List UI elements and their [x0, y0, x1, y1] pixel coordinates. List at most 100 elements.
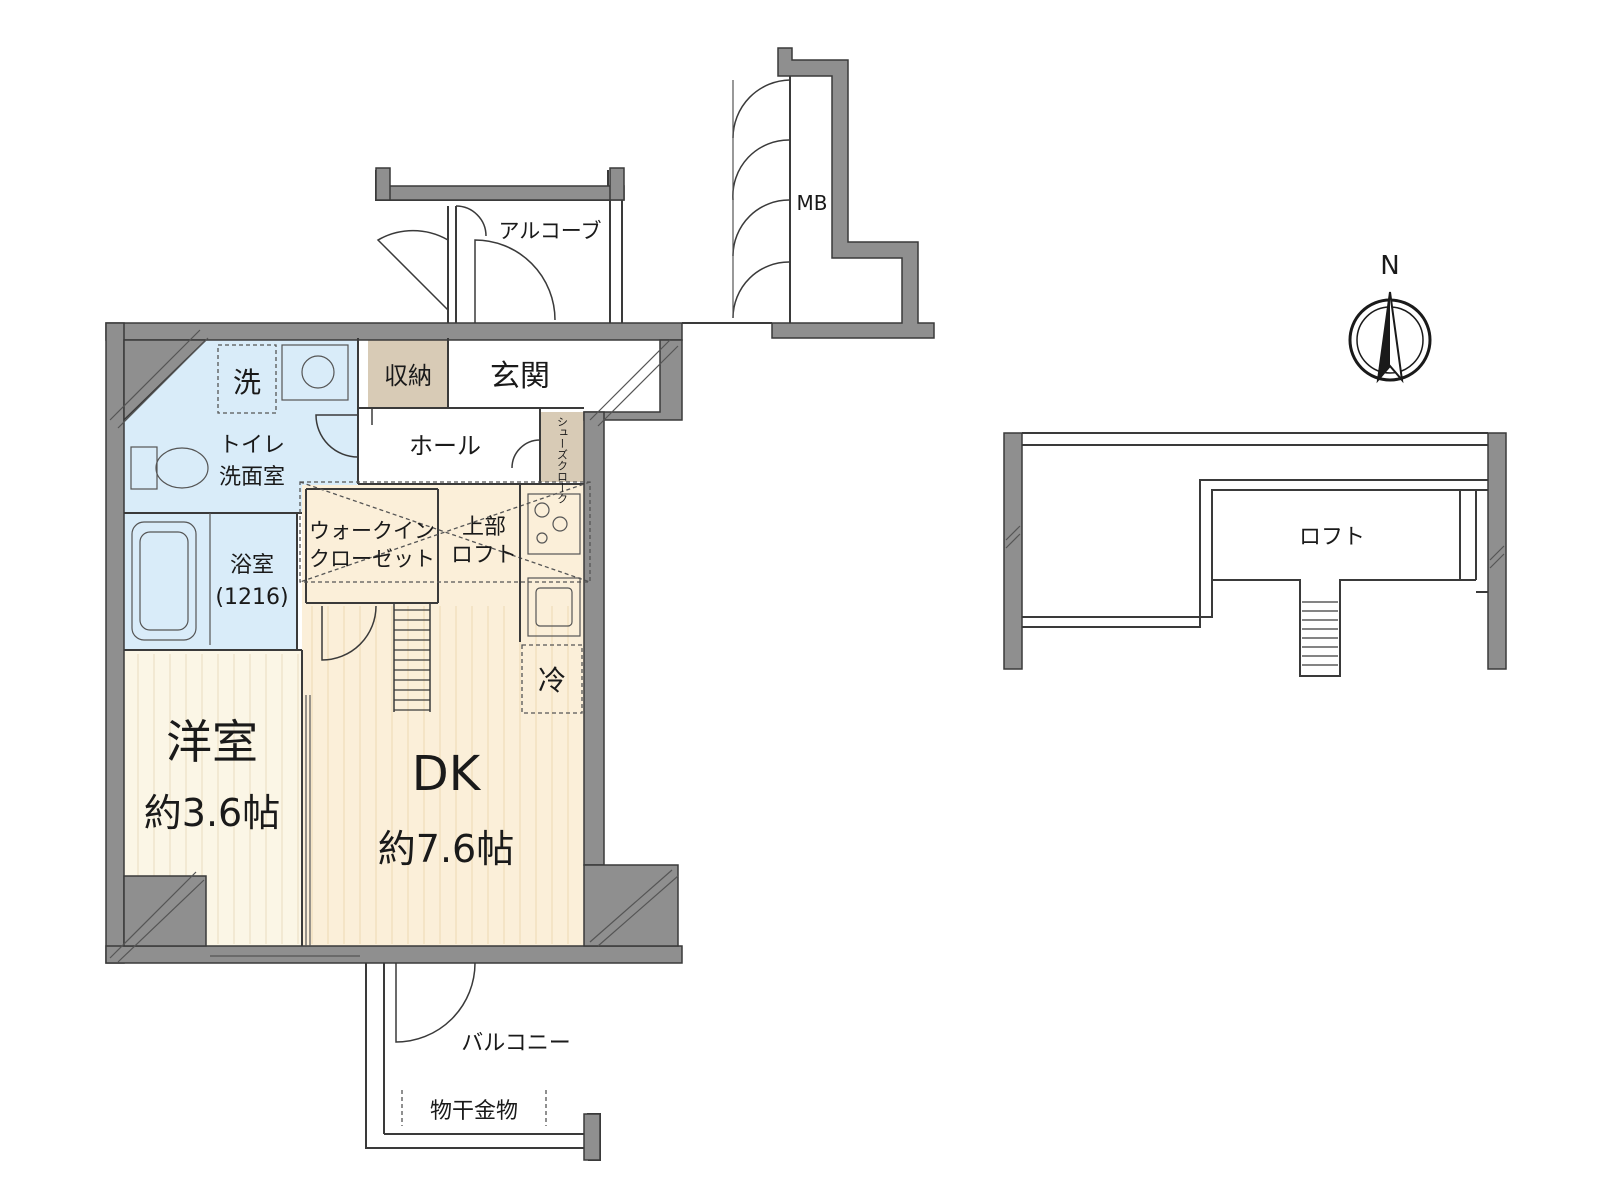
washer-space — [217, 344, 277, 414]
alcove-door-top — [455, 205, 487, 237]
loft-hatch — [1489, 553, 1505, 569]
loft-diagonal — [299, 481, 591, 583]
toilet-bowl — [155, 447, 209, 489]
label-dk: DK — [412, 746, 482, 802]
balcony — [210, 955, 601, 1161]
meter-box-area — [682, 47, 935, 339]
kitchen-sink — [527, 577, 581, 637]
loft-inner — [1022, 489, 1488, 618]
entrance-door — [474, 239, 556, 323]
loft-ladder — [1302, 601, 1338, 666]
closet-door — [321, 605, 377, 661]
loft-hatch — [1005, 525, 1021, 541]
hatch — [117, 337, 209, 429]
label-entrance: 玄関 — [490, 359, 550, 394]
alcove-area — [375, 167, 625, 323]
hatch — [597, 875, 679, 947]
loft-stairs — [393, 603, 431, 712]
loft-plan — [1003, 432, 1507, 677]
label-washroom: 洗面室 — [219, 465, 285, 490]
mb-door — [732, 79, 791, 139]
toilet-fixture — [130, 446, 209, 490]
toilet-tank — [130, 446, 158, 490]
loft-wall-right — [1487, 432, 1507, 670]
room-labels: 洗 収納 玄関 ホール シューズクローク トイレ 洗面室 ウォークイン クローゼ… — [144, 191, 1365, 1124]
washbasin — [281, 344, 349, 401]
washroom-door — [315, 414, 359, 458]
mb-door — [732, 139, 791, 201]
label-fridge: 冷 — [538, 664, 566, 697]
burner — [534, 502, 550, 518]
hatch — [597, 345, 679, 427]
shoe-closet-floor — [540, 412, 584, 482]
label-loft-above-2: ロフト — [451, 543, 517, 568]
label-shoe-closet: シューズクローク — [556, 416, 569, 504]
stove-body — [527, 493, 581, 555]
corner-bottom-left — [123, 875, 207, 947]
label-western-size: 約3.6帖 — [144, 791, 280, 835]
balcony-rail — [365, 963, 601, 1161]
label-walkin-1: ウォークイン — [309, 519, 435, 543]
bathtub — [131, 521, 197, 641]
label-dk-size: 約7.6帖 — [378, 827, 514, 871]
burner — [536, 532, 548, 544]
alcove-left-post — [375, 167, 391, 201]
loft-wall-left — [1003, 432, 1023, 670]
hatch — [589, 869, 673, 943]
kitchen-sink-bowl — [535, 587, 573, 627]
label-loft-above-1: 上部 — [462, 515, 506, 540]
wall-right-upper — [583, 339, 683, 421]
label-alcove: アルコーブ — [498, 219, 601, 243]
outer-walls — [105, 322, 683, 964]
loft-hatch — [1489, 545, 1505, 561]
mb-door — [732, 199, 791, 257]
washbasin-bowl — [301, 355, 335, 389]
loft-hatch — [1005, 533, 1021, 549]
loft-diagonal — [299, 481, 591, 583]
stove — [527, 493, 581, 555]
label-loft: ロフト — [1299, 525, 1365, 550]
hatch — [109, 871, 197, 959]
burner — [552, 516, 568, 532]
label-western-room: 洋室 — [166, 715, 258, 769]
wall-left — [105, 322, 125, 964]
room-floors — [124, 338, 584, 947]
hatch — [109, 329, 201, 421]
dk-floor — [302, 485, 584, 947]
alcove-door — [376, 229, 449, 311]
interior-partitions — [124, 338, 584, 946]
compass — [1348, 291, 1432, 384]
label-bath-size: (1216) — [215, 585, 288, 610]
bathtub-inner — [139, 531, 189, 631]
mb-door — [732, 261, 791, 319]
label-bath: 浴室 — [230, 553, 274, 578]
label-walkin-2: クローゼット — [309, 547, 435, 571]
balcony-door — [395, 962, 476, 1043]
label-mb: MB — [797, 191, 828, 215]
door-swings — [315, 408, 541, 1043]
shoe-closet-door — [511, 439, 541, 469]
label-hall: ホール — [409, 432, 481, 460]
alcove-top-wall — [375, 185, 625, 201]
loft-floor-edge — [1212, 579, 1476, 677]
wall-bottom — [105, 945, 683, 964]
alcove-right-post — [609, 167, 625, 201]
label-toilet: トイレ — [219, 433, 285, 458]
loft-above-outline — [299, 481, 591, 583]
fridge-space — [521, 644, 583, 714]
loft-inner — [1022, 479, 1488, 628]
compass-north-label: N — [1380, 251, 1399, 281]
wall-right — [583, 411, 605, 866]
mb-wall — [771, 47, 935, 339]
compass-needle-dark — [1378, 292, 1390, 380]
label-laundry-hanger: 物干金物 — [430, 1099, 518, 1124]
balcony-post — [583, 1113, 601, 1161]
hatch — [589, 339, 671, 421]
hall-floor — [358, 408, 540, 484]
label-wash: 洗 — [233, 366, 261, 399]
dk-floor-stripes — [311, 606, 569, 944]
label-balcony: バルコニー — [461, 1031, 571, 1056]
column-hatching — [109, 329, 679, 963]
hatch — [117, 879, 205, 963]
